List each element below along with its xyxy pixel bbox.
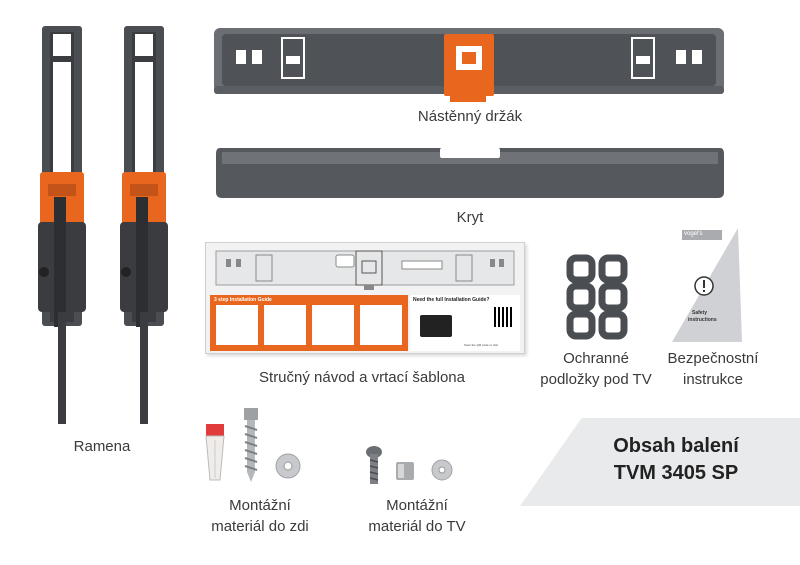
guide-template-illustration (215, 250, 515, 290)
wall-hardware-illustration (205, 408, 301, 482)
arm-right (120, 26, 168, 424)
lag-screw-icon (244, 408, 258, 482)
washer-icon (275, 453, 301, 479)
guide-steps-panel: 3 step Installation Guide (210, 295, 408, 351)
package-title-line1: Obsah balení (613, 435, 739, 457)
safety-label: Bezpečnostní instrukce (650, 348, 776, 390)
wall-hardware-label-line2: materiál do zdi (211, 518, 309, 535)
qr-code-icon (494, 307, 514, 327)
guide-step-4 (360, 305, 402, 345)
arm-left (38, 26, 86, 424)
wall-hardware-label: Montážní materiál do zdi (195, 495, 325, 537)
washer-icon (431, 459, 453, 481)
safety-card-illustration (672, 228, 742, 342)
safety-card-text-2: instructions (688, 317, 717, 323)
cover-illustration (216, 148, 724, 198)
guide-label: Stručný návod a vrtací šablona (259, 369, 465, 386)
tv-hardware-label-line1: Montážní (386, 497, 448, 514)
wall-bracket-illustration (214, 28, 724, 102)
safety-label-line2: instrukce (682, 371, 744, 388)
guide-step-2 (264, 305, 306, 345)
safety-card-brand: vogel's (684, 231, 703, 237)
arms-label: Ramena (73, 438, 131, 455)
tv-hardware-label-line2: materiál do TV (368, 518, 466, 535)
bolt-icon (366, 446, 382, 484)
spacer-icon (396, 462, 414, 480)
guide-step-1 (216, 305, 258, 345)
arms-illustration (38, 26, 168, 424)
safety-label-line1: Bezpečnostní (667, 350, 759, 367)
guide-step-3 (312, 305, 354, 345)
wall-hardware-label-line1: Montážní (229, 497, 291, 514)
tablet-icon (420, 315, 452, 337)
wall-plug-icon (205, 424, 225, 481)
pads-label-line1: Ochranné (563, 350, 629, 367)
package-title: Obsah balení TVM 3405 SP (586, 433, 766, 487)
tv-hardware-illustration (366, 446, 453, 484)
cover-label: Kryt (456, 209, 484, 226)
pads-illustration (566, 254, 628, 340)
wall-bracket-label: Nástěnný držák (417, 108, 523, 125)
pads-label: Ochranné podložky pod TV (528, 348, 664, 390)
guide-heading: 3 step Installation Guide (214, 297, 272, 303)
tv-hardware-label: Montážní materiál do TV (352, 495, 482, 537)
guide-promo-panel: Need the full Installation Guide? Scan t… (410, 295, 520, 351)
guide-promo-heading: Need the full Installation Guide? (413, 297, 490, 303)
safety-card-text-1: Safety (692, 310, 708, 316)
package-title-line2: TVM 3405 SP (613, 462, 739, 484)
guide-promo-sub: Scan the QR code or visit (464, 343, 499, 347)
guide-sheet: 3 step Installation Guide Need the full … (205, 242, 525, 354)
pads-label-line2: podložky pod TV (540, 371, 652, 388)
